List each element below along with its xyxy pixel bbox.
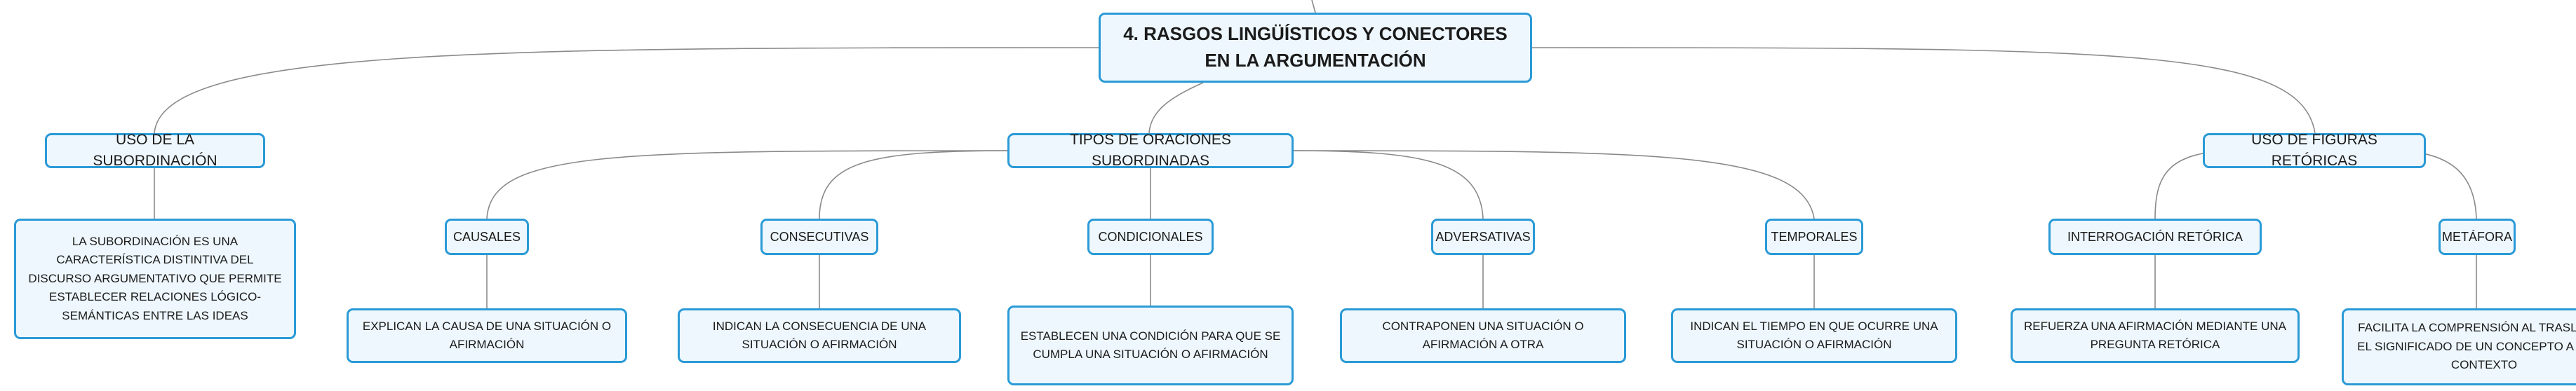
connector-tipos-causales: [486, 150, 1011, 219]
subtopic-consecutivas[interactable]: CONSECUTIVAS: [760, 219, 878, 255]
note-metafora[interactable]: FACILITA LA COMPRENSIÓN AL TRASLADAR EL …: [2342, 308, 2576, 385]
note-adversativas-text: CONTRAPONEN UNA SITUACIÓN O AFIRMACIÓN A…: [1382, 319, 1584, 351]
central-topic-label: 4. RASGOS LINGÜÍSTICOS Y CONECTORES EN L…: [1123, 23, 1508, 71]
subtopic-condicionales-label: CONDICIONALES: [1098, 229, 1203, 244]
note-temporales[interactable]: INDICAN EL TIEMPO EN QUE OCURRE UNA SITU…: [1671, 308, 1957, 363]
subtopic-temporales-label: TEMPORALES: [1771, 229, 1858, 244]
subtopic-adversativas-label: ADVERSATIVAS: [1435, 229, 1531, 244]
subtopic-adversativas[interactable]: ADVERSATIVAS: [1431, 219, 1535, 255]
subtopic-temporales[interactable]: TEMPORALES: [1765, 219, 1863, 255]
subtopic-metafora-label: METÁFORA: [2442, 229, 2513, 244]
topic-tipos-oraciones-label: TIPOS DE ORACIONES SUBORDINADAS: [1070, 131, 1231, 169]
topic-tipos-oraciones[interactable]: TIPOS DE ORACIONES SUBORDINADAS: [1007, 132, 1294, 169]
note-condicionales[interactable]: ESTABLECEN UNA CONDICIÓN PARA QUE SE CUM…: [1007, 306, 1294, 385]
connector-tipos-consecutivas: [819, 150, 1011, 219]
note-subordinacion[interactable]: LA SUBORDINACIÓN ES UNA CARACTERÍSTICA D…: [14, 219, 296, 339]
note-metafora-text: FACILITA LA COMPRENSIÓN AL TRASLADAR EL …: [2357, 321, 2576, 372]
note-consecutivas[interactable]: INDICAN LA CONSECUENCIA DE UNA SITUACIÓN…: [678, 308, 961, 363]
note-causales[interactable]: EXPLICAN LA CAUSA DE UNA SITUACIÓN O AFI…: [347, 308, 627, 363]
note-condicionales-text: ESTABLECEN UNA CONDICIÓN PARA QUE SE CUM…: [1020, 329, 1281, 361]
note-subordinacion-text: LA SUBORDINACIÓN ES UNA CARACTERÍSTICA D…: [28, 235, 282, 322]
connector-root-subordinacion: [154, 47, 1106, 134]
note-consecutivas-text: INDICAN LA CONSECUENCIA DE UNA SITUACIÓN…: [712, 319, 927, 351]
connector-root-figuras: [1527, 47, 2316, 134]
note-interrogacion-retorica[interactable]: REFUERZA UNA AFIRMACIÓN MEDIANTE UNA PRE…: [2011, 308, 2300, 363]
subtopic-interrogacion-retorica-label: INTERROGACIÓN RETÓRICA: [2067, 229, 2243, 244]
subtopic-condicionales[interactable]: CONDICIONALES: [1087, 219, 1214, 255]
note-causales-text: EXPLICAN LA CAUSA DE UNA SITUACIÓN O AFI…: [362, 319, 612, 351]
subtopic-metafora[interactable]: METÁFORA: [2439, 219, 2516, 255]
note-adversativas[interactable]: CONTRAPONEN UNA SITUACIÓN O AFIRMACIÓN A…: [1340, 308, 1626, 363]
subtopic-interrogacion-retorica[interactable]: INTERROGACIÓN RETÓRICA: [2048, 219, 2262, 255]
connector-root-top: [1311, 0, 1316, 13]
topic-uso-subordinacion-label: USO DE LA SUBORDINACIÓN: [93, 131, 217, 169]
topic-uso-figuras-retoricas-label: USO DE FIGURAS RETÓRICAS: [2251, 131, 2377, 169]
subtopic-causales[interactable]: CAUSALES: [445, 219, 529, 255]
subtopic-consecutivas-label: CONSECUTIVAS: [770, 229, 869, 244]
subtopic-causales-label: CAUSALES: [452, 229, 521, 244]
note-interrogacion-retorica-text: REFUERZA UNA AFIRMACIÓN MEDIANTE UNA PRE…: [2023, 319, 2287, 351]
connector-tipos-adversativas: [1290, 150, 1484, 219]
note-temporales-text: INDICAN EL TIEMPO EN QUE OCURRE UNA SITU…: [1690, 319, 1938, 351]
topic-uso-figuras-retoricas[interactable]: USO DE FIGURAS RETÓRICAS: [2203, 132, 2426, 169]
topic-uso-subordinacion[interactable]: USO DE LA SUBORDINACIÓN: [45, 132, 265, 169]
central-topic[interactable]: 4. RASGOS LINGÜÍSTICOS Y CONECTORES EN L…: [1099, 13, 1532, 83]
connector-root-tipos: [1148, 82, 1204, 134]
connector-tipos-temporales: [1290, 150, 1815, 219]
